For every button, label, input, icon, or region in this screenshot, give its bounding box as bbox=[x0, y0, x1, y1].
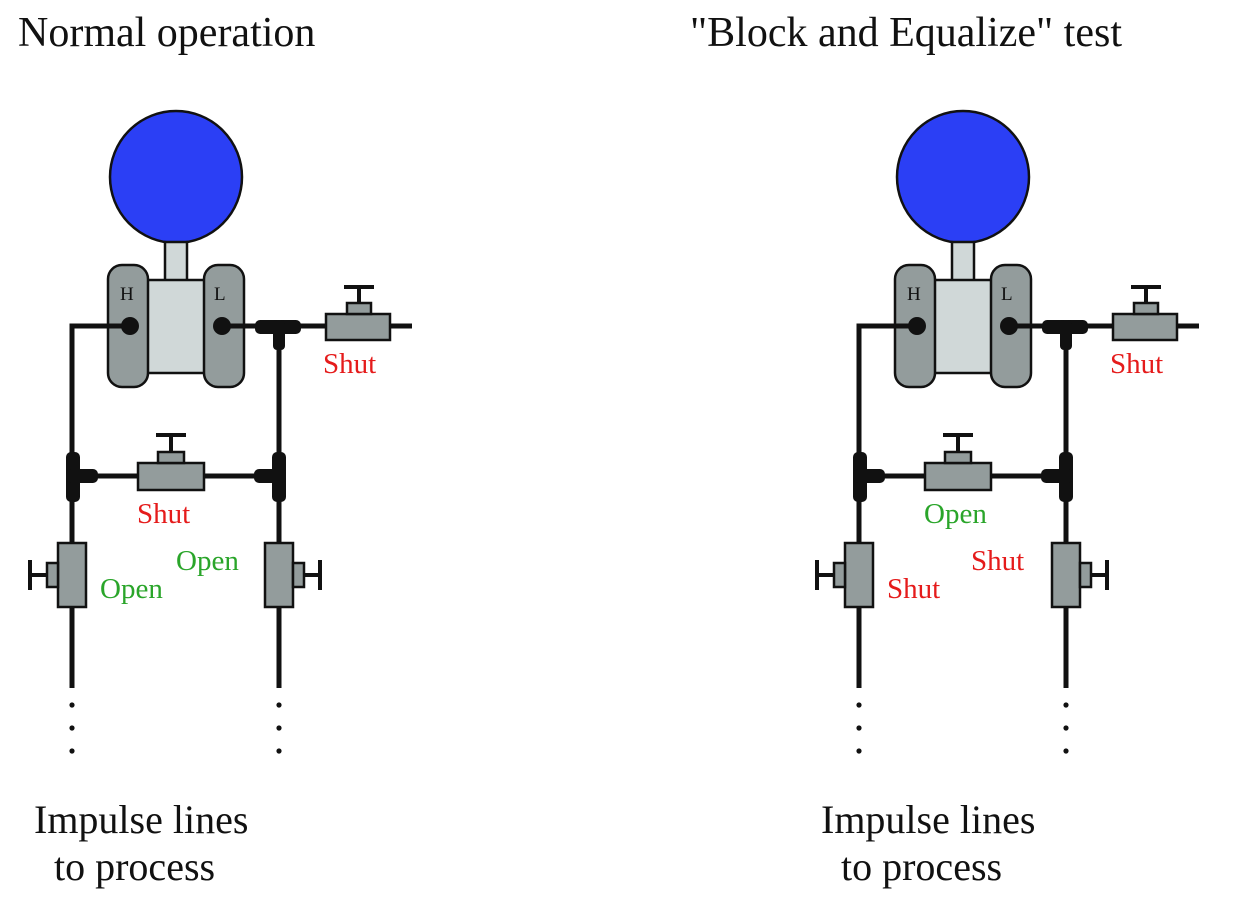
high-side-block-valve[interactable] bbox=[815, 541, 875, 609]
caption-line-2: to process bbox=[841, 844, 1002, 889]
transmitter-neck bbox=[950, 240, 976, 284]
pipe-tee-fittings bbox=[66, 320, 301, 502]
transmitter-gauge-head bbox=[895, 109, 1031, 245]
panel-title: "Block and Equalize" test bbox=[690, 10, 1122, 56]
low-port-label: L bbox=[214, 284, 226, 305]
vent-valve[interactable] bbox=[324, 285, 392, 342]
high-side-block-valve[interactable] bbox=[28, 541, 88, 609]
transmitter-body bbox=[143, 278, 209, 375]
caption-line-2: to process bbox=[54, 844, 215, 889]
low-block-valve-state: Shut bbox=[971, 545, 1024, 577]
transmitter-gauge-head bbox=[108, 109, 244, 245]
low-block-valve-state: Open bbox=[176, 545, 239, 577]
low-side-block-valve[interactable] bbox=[1050, 541, 1109, 609]
high-block-valve-state: Open bbox=[100, 573, 163, 605]
vent-valve[interactable] bbox=[1111, 285, 1179, 342]
high-port-label: H bbox=[907, 284, 921, 305]
equalizing-valve-state: Shut bbox=[137, 498, 190, 530]
equalizing-valve-state: Open bbox=[924, 498, 987, 530]
low-port-label: L bbox=[1001, 284, 1013, 305]
high-block-valve-state: Shut bbox=[887, 573, 940, 605]
pipe-tee-fittings bbox=[853, 320, 1088, 502]
equalizing-valve[interactable] bbox=[136, 433, 206, 492]
vent-valve-state: Shut bbox=[323, 348, 376, 380]
low-side-block-valve[interactable] bbox=[263, 541, 322, 609]
continuation-dots bbox=[69, 702, 282, 754]
vent-valve-state: Shut bbox=[1110, 348, 1163, 380]
caption-line-1: Impulse lines bbox=[821, 797, 1035, 842]
panel-normal-operation: Normal operation H L bbox=[18, 10, 412, 889]
high-port-label: H bbox=[120, 284, 134, 305]
pressure-transmitter: H L bbox=[106, 109, 246, 389]
transmitter-neck bbox=[163, 240, 189, 284]
panel-title: Normal operation bbox=[18, 10, 315, 56]
pressure-transmitter: H L bbox=[893, 109, 1033, 389]
transmitter-body bbox=[930, 278, 996, 375]
panel-block-and-equalize: "Block and Equalize" test H L bbox=[690, 10, 1199, 889]
caption-line-1: Impulse lines bbox=[34, 797, 248, 842]
continuation-dots bbox=[856, 702, 1069, 754]
equalizing-valve[interactable] bbox=[923, 433, 993, 492]
